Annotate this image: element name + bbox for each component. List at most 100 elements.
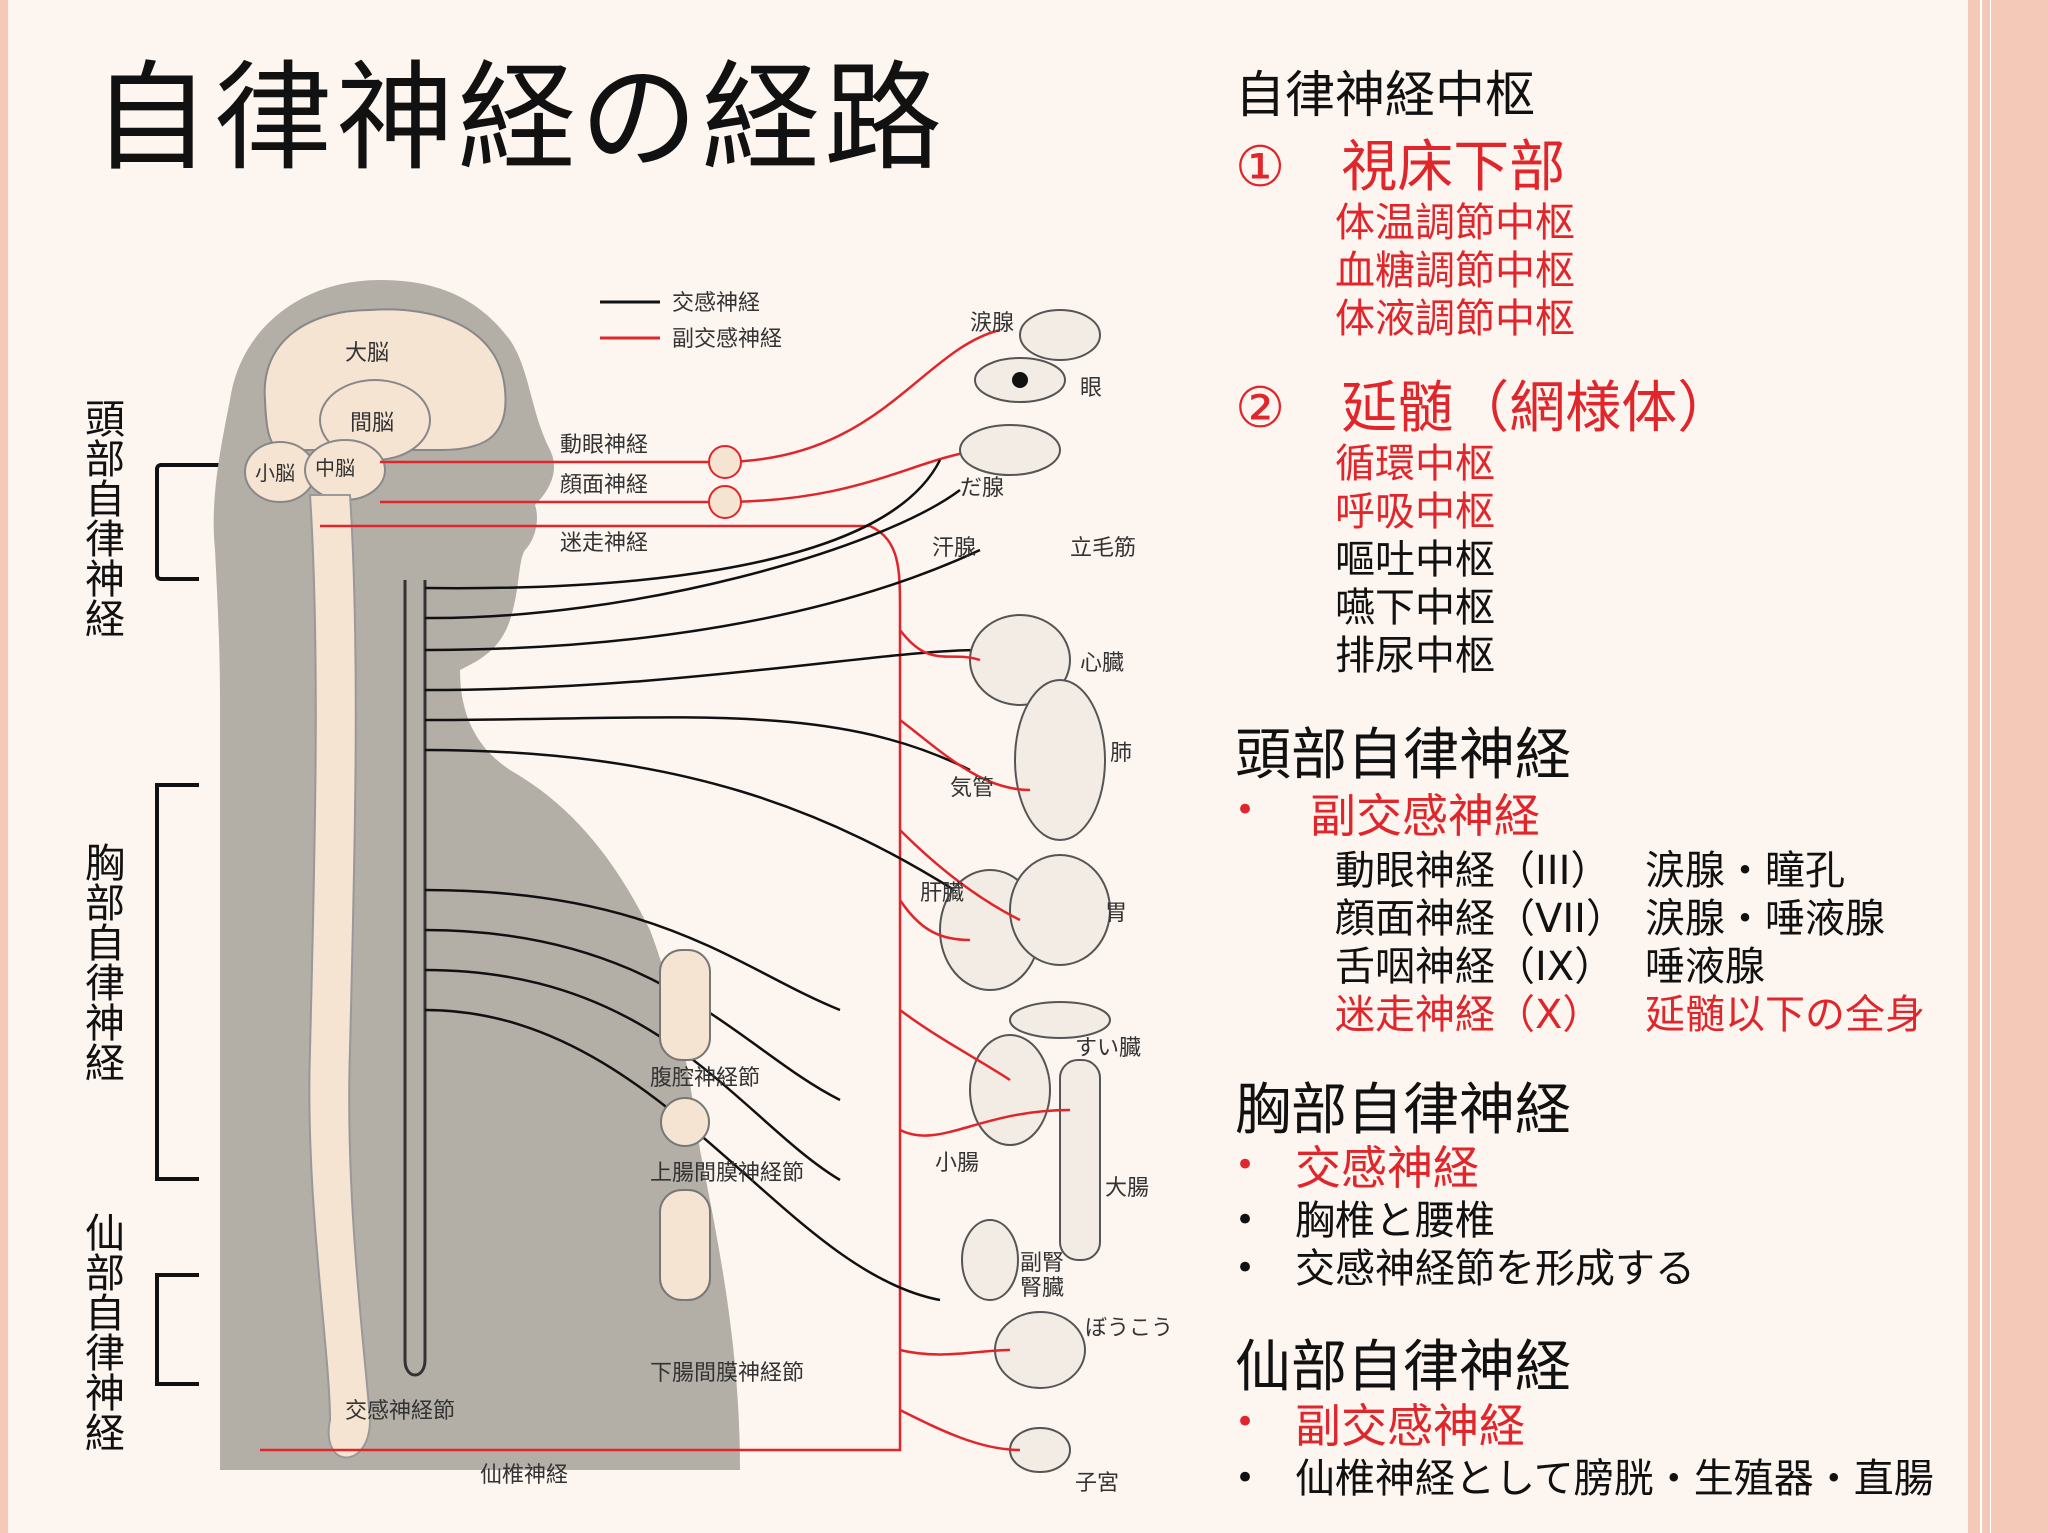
- medulla-heading: ② 延髄（網様体）: [1235, 376, 1734, 441]
- lung-label: 肺: [1110, 741, 1132, 766]
- large-intestine: [1059, 1059, 1101, 1261]
- head-row-2-target: 涙腺・唾液腺: [1645, 896, 1885, 942]
- head-autonomic-label: 頭部自律神経: [75, 398, 127, 648]
- head-row-3-target: 唾液腺: [1645, 944, 1765, 990]
- salivary-label: だ腺: [960, 476, 1004, 501]
- head-row-4-target: 延髄以下の全身: [1645, 992, 1925, 1038]
- celiac-label: 腹腔神経節: [650, 1066, 760, 1091]
- sacral-bullet-1-text: 副交感神経: [1295, 1399, 1525, 1453]
- uterus-label: 子宮: [1075, 1471, 1119, 1496]
- heart: [969, 614, 1071, 706]
- cerebellum-label: 小脳: [255, 461, 295, 485]
- facial-nerve-path: [380, 448, 981, 504]
- chest-bullet-1-dot: •: [1235, 1145, 1256, 1185]
- sympathetic-chain-label: 交感神経節: [345, 1399, 455, 1424]
- sacral-label-text: 仙部自律神経: [78, 1212, 124, 1452]
- celiac-ganglion: [659, 949, 711, 1061]
- bladder-label: ぼうこう: [1085, 1316, 1173, 1341]
- sacral-nerve-label: 仙椎神経: [480, 1463, 568, 1488]
- spinal-cord-shape: [308, 494, 372, 1459]
- oculomotor-ganglion: [708, 445, 742, 479]
- hypothalamus-item-1: 体温調節中枢: [1335, 200, 1575, 246]
- salivary-gland: [959, 424, 1061, 476]
- legend-sympathetic-label: 交感神経: [672, 291, 760, 316]
- pancreas: [1009, 1001, 1111, 1039]
- small-intestine: [969, 1034, 1051, 1146]
- medulla-item-1: 嘔吐中枢: [1335, 537, 1495, 583]
- head-row-3-nerve: 舌咽神経（IX）: [1335, 944, 1615, 990]
- hypothalamus-item-3: 体液調節中枢: [1335, 296, 1575, 342]
- hypothalamus-heading: ① 視床下部: [1235, 135, 1566, 200]
- chest-bullet-1-text: 交感神経: [1295, 1141, 1479, 1195]
- small-intestine-label: 小腸: [935, 1151, 979, 1176]
- chest-bracket: [155, 783, 199, 1181]
- medulla-item-red-1: 循環中枢: [1335, 441, 1495, 487]
- sympathetic-fibers: [424, 459, 981, 1302]
- chest-bullet-2-dot: •: [1235, 1200, 1256, 1240]
- center-heading: 自律神経中枢: [1235, 66, 1535, 124]
- pancreas-label: すい臓: [1075, 1036, 1141, 1061]
- liver-label: 肝臓: [920, 881, 964, 906]
- heart-label: 心臓: [1080, 651, 1124, 676]
- head-label-text: 頭部自律神経: [78, 398, 124, 638]
- medulla-item-3: 排尿中枢: [1335, 633, 1495, 679]
- medulla-item-red-2: 呼吸中枢: [1335, 489, 1495, 535]
- legend-parasympathetic-label: 副交感神経: [672, 327, 782, 352]
- chest-bullet-3-text: 交感神経節を形成する: [1295, 1246, 1695, 1292]
- sacral-heading: 仙部自律神経: [1235, 1335, 1571, 1400]
- chest-autonomic-label: 胸部自律神経: [75, 842, 127, 1092]
- kidney: [961, 1219, 1019, 1301]
- piloerector-label: 立毛筋: [1070, 536, 1136, 561]
- facial-label: 顔面神経: [560, 473, 648, 498]
- head-heading: 頭部自律神経: [1235, 723, 1571, 788]
- left-border: [0, 0, 8, 1533]
- midbrain-label: 中脳: [315, 456, 355, 480]
- chest-heading: 胸部自律神経: [1235, 1078, 1571, 1143]
- cerebrum-label: 大脳: [345, 341, 389, 366]
- chest-bullet-2-text: 胸椎と腰椎: [1295, 1198, 1495, 1244]
- head-row-2-nerve: 顔面神経（VII）: [1335, 896, 1626, 942]
- head-row-1-nerve: 動眼神経（III）: [1335, 848, 1611, 894]
- sacral-bullet-1-dot: •: [1235, 1402, 1256, 1442]
- sup-mesenteric-ganglion: [660, 1097, 710, 1147]
- chest-bullet-3-dot: •: [1235, 1248, 1256, 1288]
- sympathetic-chain: [403, 580, 427, 1377]
- parasympathetic-branches: [898, 629, 1071, 1452]
- right-border: [1968, 0, 2048, 1533]
- sacral-bullet-2-dot: •: [1235, 1458, 1256, 1498]
- inf-mesenteric-label: 下腸間膜神経節: [650, 1361, 804, 1386]
- trachea-label: 気管: [950, 776, 994, 801]
- eye-label: 眼: [1080, 376, 1102, 401]
- medulla-item-2: 嚥下中枢: [1335, 585, 1495, 631]
- hypothalamus-item-2: 血糖調節中枢: [1335, 248, 1575, 294]
- sweat-label: 汗腺: [932, 536, 976, 561]
- vagus-label: 迷走神経: [560, 531, 648, 556]
- oculomotor-label: 動眼神経: [560, 433, 648, 458]
- page-title: 自律神経の経路: [92, 49, 947, 187]
- pupil: [1012, 372, 1028, 388]
- lacrimal-label: 涙腺: [970, 311, 1014, 336]
- adrenal-label: 副腎: [1020, 1251, 1064, 1276]
- diencephalon-label: 間脳: [350, 411, 394, 436]
- head-row-4-nerve: 迷走神経（X）: [1335, 992, 1603, 1038]
- head-bracket-tick-top: [195, 463, 221, 467]
- sacral-bracket: [155, 1273, 199, 1386]
- oculomotor-nerve-path: [380, 328, 1001, 464]
- autonomic-pathway-diagram: 大脳 間脳 小脳 中脳 交感神経 副交感神経 動眼神経 顔面神経 迷走神経 腹腔…: [213, 280, 1173, 1496]
- inf-mesenteric-ganglion: [659, 1189, 711, 1301]
- stomach: [1009, 854, 1111, 966]
- chest-label-text: 胸部自律神経: [78, 842, 124, 1082]
- head-bracket: [155, 463, 199, 581]
- vagus-nerve-path: [260, 524, 902, 1452]
- sacral-autonomic-label: 仙部自律神経: [75, 1212, 127, 1462]
- head-bullet-dot: •: [1235, 790, 1256, 830]
- head-bullet-text: 副交感神経: [1310, 789, 1540, 843]
- kidney-label: 腎臓: [1020, 1276, 1064, 1301]
- lung: [1014, 679, 1106, 841]
- stomach-label: 胃: [1105, 901, 1127, 926]
- sup-mesenteric-label: 上腸間膜神経節: [650, 1161, 804, 1186]
- lacrimal-gland: [1019, 309, 1101, 361]
- head-row-1-target: 涙腺・瞳孔: [1645, 848, 1845, 894]
- sacral-bullet-2-text: 仙椎神経として膀胱・生殖器・直腸: [1295, 1456, 1934, 1502]
- large-intestine-label: 大腸: [1105, 1176, 1149, 1201]
